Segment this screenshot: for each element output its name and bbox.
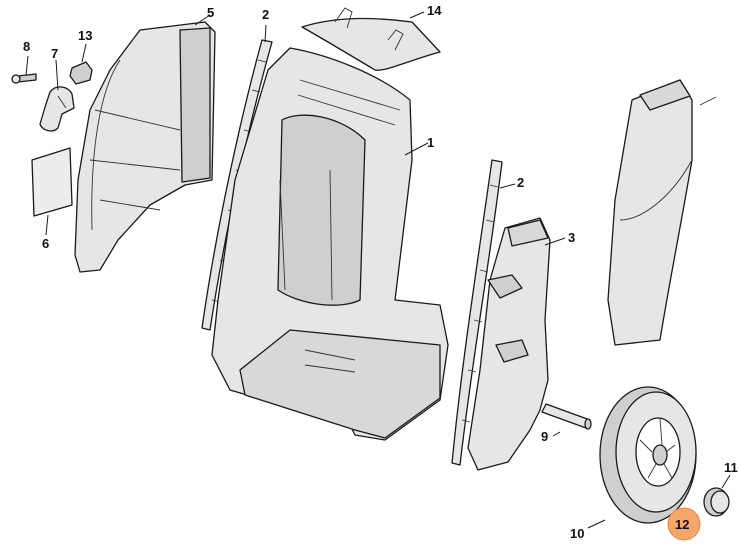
callout-3: 3 [568, 230, 575, 245]
leader-2b [499, 183, 516, 189]
part-wheel[interactable] [599, 386, 697, 524]
leader-8 [25, 55, 29, 76]
part-label[interactable] [31, 147, 73, 217]
callout-7: 7 [51, 46, 58, 61]
callout-14: 14 [427, 3, 442, 18]
part-screw[interactable] [11, 73, 37, 84]
part-trim-strip-right[interactable] [451, 159, 503, 466]
part-left-housing[interactable] [74, 21, 216, 273]
leader-3 [544, 237, 566, 246]
leader-lines [25, 11, 731, 529]
leader-5 [194, 14, 211, 26]
callout-11: 11 [724, 460, 738, 475]
part-right-housing[interactable] [467, 217, 551, 471]
callout-5: 5 [207, 5, 214, 20]
part-lever[interactable] [39, 86, 75, 132]
leader-2a [264, 24, 267, 43]
part-top-cover[interactable] [301, 7, 441, 71]
leader-13 [81, 43, 87, 63]
leader-11 [721, 474, 731, 489]
part-main-frame[interactable] [211, 47, 449, 441]
callout-labels: 1 2 2 3 5 6 7 8 9 10 11 12 13 14 [23, 3, 738, 541]
leader-10 [587, 519, 606, 529]
callout-13: 13 [78, 28, 92, 43]
callout-6: 6 [42, 236, 49, 251]
part-outer-shell[interactable] [607, 79, 717, 346]
callout-2-right: 2 [517, 175, 524, 190]
leader-7 [55, 59, 59, 91]
leader-9 [552, 431, 561, 437]
part-clip[interactable] [69, 61, 93, 85]
callout-8: 8 [23, 39, 30, 54]
callout-1: 1 [427, 135, 434, 150]
callout-12-highlight [667, 507, 701, 541]
part-axle[interactable] [541, 403, 592, 430]
leader-1 [404, 142, 429, 156]
leader-14 [409, 11, 425, 19]
callout-10: 10 [570, 526, 584, 541]
callout-9: 9 [541, 429, 548, 444]
part-hub-cap[interactable] [703, 487, 730, 517]
callout-12[interactable]: 12 [675, 517, 689, 532]
leader-6 [45, 214, 49, 236]
callout-2-left: 2 [262, 7, 269, 22]
